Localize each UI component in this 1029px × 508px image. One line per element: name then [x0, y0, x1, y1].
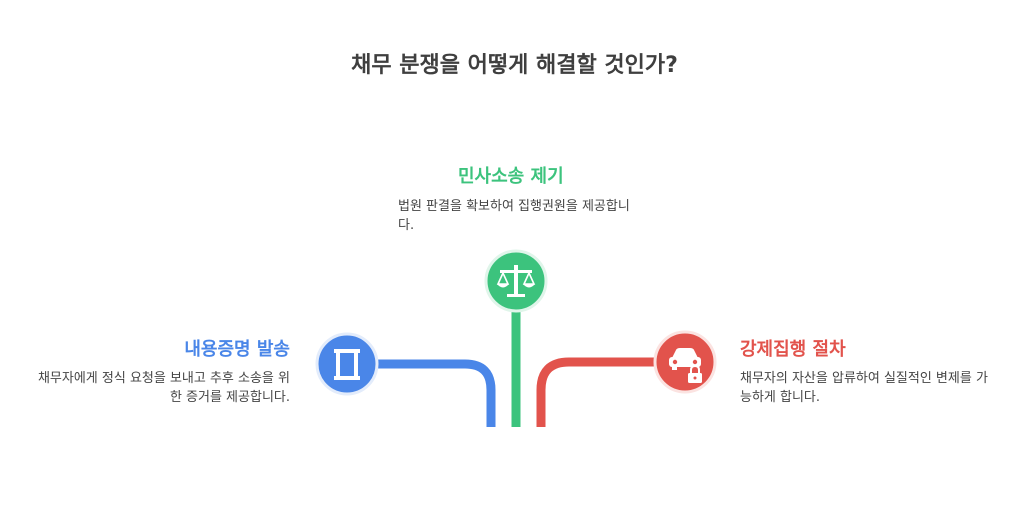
option-description-civil-lawsuit: 법원 판결을 확보하여 집행권원을 제공합니다. [398, 199, 630, 233]
locked-car-icon [653, 330, 717, 394]
option-description-enforcement: 채무자의 자산을 압류하여 실질적인 변제를 가능하게 합니다. [740, 371, 988, 405]
connector-blue [375, 359, 496, 427]
scales-icon [484, 249, 548, 313]
document-icon [315, 332, 379, 396]
option-heading-enforcement: 강제집행 절차 [740, 339, 846, 360]
diagram-title: 채무 분쟁을 어떻게 해결할 것인가? [351, 53, 678, 78]
option-heading-civil-lawsuit: 민사소송 제기 [458, 166, 564, 187]
option-description-certified-letter: 채무자에게 정식 요청을 보내고 추후 소송을 위한 증거를 제공합니다. [37, 371, 290, 405]
connector-red [536, 357, 657, 427]
option-heading-certified-letter: 내용증명 발송 [184, 339, 290, 360]
